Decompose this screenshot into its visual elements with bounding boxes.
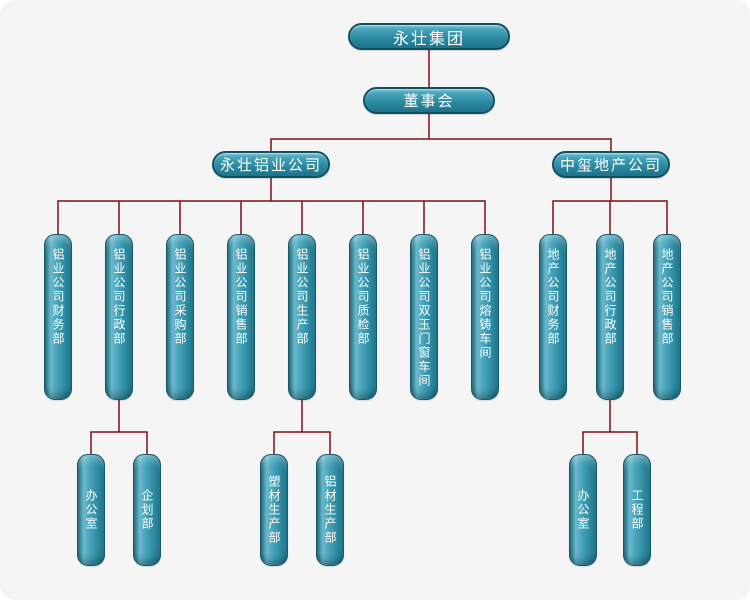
node-label: 企划部 (140, 489, 154, 531)
node-label: 铝材生产部 (323, 475, 337, 545)
node-aluminum-sales-dept[interactable]: 铝业公司销售部 (227, 234, 255, 400)
node-aluminum-qc-dept[interactable]: 铝业公司质检部 (349, 234, 377, 400)
node-label: 办公室 (576, 489, 590, 531)
node-label: 地产公司行政部 (603, 248, 617, 346)
node-label: 铝业公司行政部 (112, 248, 126, 346)
node-aluminum-purchasing-dept[interactable]: 铝业公司采购部 (166, 234, 194, 400)
node-label: 永壮铝业公司 (219, 157, 322, 174)
node-realestate-company[interactable]: 中玺地产公司 (552, 151, 670, 178)
node-board[interactable]: 董事会 (363, 87, 495, 114)
node-label: 永壮集团 (392, 30, 465, 48)
node-label: 董事会 (403, 93, 455, 110)
node-realestate-finance-dept[interactable]: 地产公司财务部 (539, 234, 567, 400)
node-group-root[interactable]: 永壮集团 (348, 23, 510, 50)
node-realestate-admin-dept[interactable]: 地产公司行政部 (596, 234, 624, 400)
node-label: 铝业公司熔铸车间 (478, 248, 492, 360)
node-label: 工程部 (630, 489, 644, 531)
node-label: 铝业公司生产部 (295, 248, 309, 346)
node-admin-planning-dept[interactable]: 企划部 (133, 454, 161, 566)
node-label: 铝业公司财务部 (51, 248, 65, 346)
node-label: 铝业公司采购部 (173, 248, 187, 346)
connector-path (57, 50, 668, 454)
node-label: 中玺地产公司 (559, 157, 662, 174)
node-label: 铝业公司质检部 (356, 248, 370, 346)
node-label: 地产公司销售部 (660, 248, 674, 346)
node-aluminum-company[interactable]: 永壮铝业公司 (212, 151, 330, 178)
node-aluminum-admin-dept[interactable]: 铝业公司行政部 (105, 234, 133, 400)
node-aluminum-shuangyu-window-workshop[interactable]: 铝业公司双玉门窗车间 (410, 234, 438, 400)
node-admin-office[interactable]: 办公室 (77, 454, 105, 566)
node-label: 办公室 (84, 489, 98, 531)
node-production-aluminum-dept[interactable]: 铝材生产部 (316, 454, 344, 566)
node-label: 地产公司财务部 (546, 248, 560, 346)
node-label: 铝业公司双玉门窗车间 (417, 248, 431, 388)
node-production-plastic-dept[interactable]: 塑材生产部 (260, 454, 288, 566)
node-aluminum-production-dept[interactable]: 铝业公司生产部 (288, 234, 316, 400)
node-aluminum-casting-workshop[interactable]: 铝业公司熔铸车间 (471, 234, 499, 400)
node-realestate-engineering-dept[interactable]: 工程部 (623, 454, 651, 566)
node-realestate-sales-dept[interactable]: 地产公司销售部 (653, 234, 681, 400)
node-label: 塑材生产部 (267, 475, 281, 545)
node-realestate-admin-office[interactable]: 办公室 (569, 454, 597, 566)
node-label: 铝业公司销售部 (234, 248, 248, 346)
node-aluminum-finance-dept[interactable]: 铝业公司财务部 (44, 234, 72, 400)
